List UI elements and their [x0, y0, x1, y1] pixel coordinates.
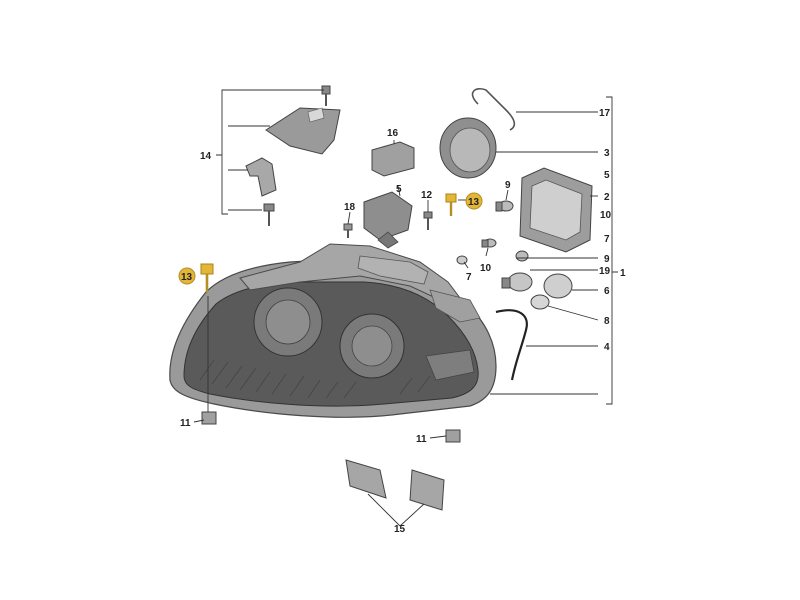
label-8: 8	[604, 316, 610, 327]
control-module-5	[363, 191, 413, 249]
screw-13-highlight-top	[445, 193, 457, 216]
wire-clip-17	[471, 88, 516, 131]
label-13-top: 13	[468, 197, 480, 208]
label-5-module: 5	[396, 184, 402, 195]
screw-top	[321, 85, 331, 106]
label-10-mid: 10	[480, 263, 492, 274]
label-3: 3	[604, 148, 610, 159]
screw-12	[423, 211, 433, 230]
headlamp-housing	[169, 243, 497, 418]
bracket-group-14	[216, 89, 228, 215]
adhesive-film-15-left	[345, 459, 387, 499]
bulb-6	[543, 273, 573, 299]
screw-13-highlight-left	[200, 263, 214, 292]
label-18: 18	[344, 202, 356, 213]
adhesive-film-15-right	[409, 469, 445, 511]
highlight-badge-13-left: 13	[178, 267, 196, 285]
bulb-9-top	[495, 200, 514, 212]
bulb-9-mid	[515, 250, 529, 262]
label-12: 12	[421, 190, 433, 201]
label-13-left: 13	[181, 272, 193, 283]
bulb-7-small	[456, 255, 468, 265]
leader-lines	[193, 89, 599, 527]
nut-11-left	[201, 411, 217, 425]
highlight-badge-13-top: 13	[465, 192, 483, 210]
callout-labels: 17 3 5 2 10 7 9 19 1 6 8 4 14 16 5 12 9 …	[178, 108, 626, 535]
label-4: 4	[604, 342, 610, 353]
cover-cap-3	[439, 117, 497, 179]
label-2: 2	[604, 192, 610, 203]
label-9-top: 9	[505, 180, 511, 191]
label-7-right: 7	[604, 234, 610, 245]
label-14: 14	[200, 151, 212, 162]
bulb-10-small	[481, 238, 497, 248]
bracket-group-1	[606, 96, 618, 405]
nut-11-right	[445, 429, 461, 443]
label-6: 6	[604, 286, 610, 297]
label-9-right: 9	[604, 254, 610, 265]
bulb-19	[501, 272, 533, 292]
label-19: 19	[599, 266, 611, 277]
label-7-mid: 7	[466, 272, 472, 283]
label-5-right: 5	[604, 170, 610, 181]
bulb-8	[530, 294, 550, 310]
label-1: 1	[620, 268, 626, 279]
screw-18	[343, 223, 353, 238]
label-10-right: 10	[600, 210, 612, 221]
label-15: 15	[394, 524, 406, 535]
cover-frame-2	[519, 167, 593, 253]
label-17: 17	[599, 108, 611, 119]
label-16: 16	[387, 128, 399, 139]
wiring-harness-4	[495, 309, 528, 381]
screw-14-bottom	[263, 203, 275, 226]
mounting-bracket-14	[245, 107, 341, 197]
connector-16	[371, 141, 415, 177]
label-11-left: 11	[180, 418, 191, 429]
label-11-right: 11	[416, 434, 427, 445]
